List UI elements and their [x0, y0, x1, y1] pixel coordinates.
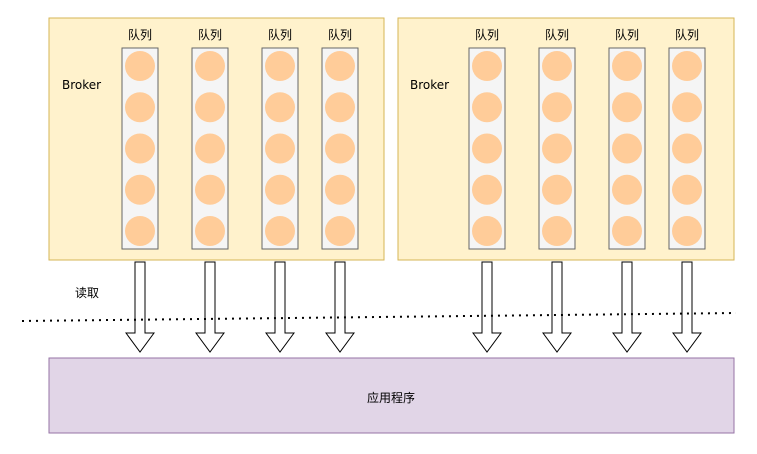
message-dot	[125, 133, 155, 164]
message-dot	[265, 174, 295, 205]
message-dot	[612, 174, 642, 205]
message-dot	[125, 92, 155, 123]
dotted-divider	[21, 312, 737, 322]
read-arrow	[542, 261, 572, 353]
queue-label: 队列	[545, 27, 569, 42]
message-dot	[612, 51, 642, 81]
message-dot	[672, 133, 702, 164]
read-arrow	[265, 261, 295, 353]
broker-label: Broker	[62, 78, 101, 92]
message-dot	[325, 51, 355, 81]
message-dot	[265, 51, 295, 81]
message-dot	[472, 92, 502, 123]
message-dot	[542, 133, 572, 164]
broker-label: Broker	[410, 78, 449, 92]
queue-label: 队列	[268, 27, 292, 42]
message-dot	[542, 92, 572, 123]
message-dot	[472, 133, 502, 164]
queue-label: 队列	[128, 27, 152, 42]
read-arrow	[472, 261, 502, 353]
read-arrow	[195, 261, 225, 353]
queues-layer	[121, 47, 706, 250]
read-arrow	[672, 261, 702, 353]
read-arrows	[125, 261, 702, 353]
read-arrow	[125, 261, 155, 353]
message-dot	[672, 51, 702, 81]
message-dot	[125, 51, 155, 81]
message-dot	[125, 216, 155, 246]
read-arrow	[325, 261, 355, 353]
message-dot	[472, 216, 502, 246]
message-dot	[472, 51, 502, 81]
queue-label: 队列	[328, 27, 352, 42]
message-dot	[195, 133, 225, 164]
message-dot	[195, 51, 225, 81]
message-dot	[612, 92, 642, 123]
message-dot	[125, 174, 155, 205]
message-dot	[195, 216, 225, 246]
message-dot	[325, 92, 355, 123]
message-dot	[265, 92, 295, 123]
message-dot	[325, 133, 355, 164]
message-dot	[672, 216, 702, 246]
message-dot	[672, 92, 702, 123]
queue-label: 队列	[475, 27, 499, 42]
message-dot	[472, 174, 502, 205]
message-dot	[542, 216, 572, 246]
message-dot	[542, 51, 572, 81]
message-dot	[612, 133, 642, 164]
message-dot	[612, 216, 642, 246]
application-label: 应用程序	[367, 390, 415, 405]
read-arrow	[612, 261, 642, 353]
message-dot	[672, 174, 702, 205]
message-dot	[325, 174, 355, 205]
message-dot	[265, 133, 295, 164]
queue-label: 队列	[198, 27, 222, 42]
message-dot	[195, 174, 225, 205]
message-dot	[542, 174, 572, 205]
queue-label: 队列	[615, 27, 639, 42]
message-dot	[195, 92, 225, 123]
queue-label: 队列	[675, 27, 699, 42]
message-dot	[325, 216, 355, 246]
message-dot	[265, 216, 295, 246]
application-box	[48, 357, 735, 434]
read-label: 读取	[75, 286, 99, 300]
